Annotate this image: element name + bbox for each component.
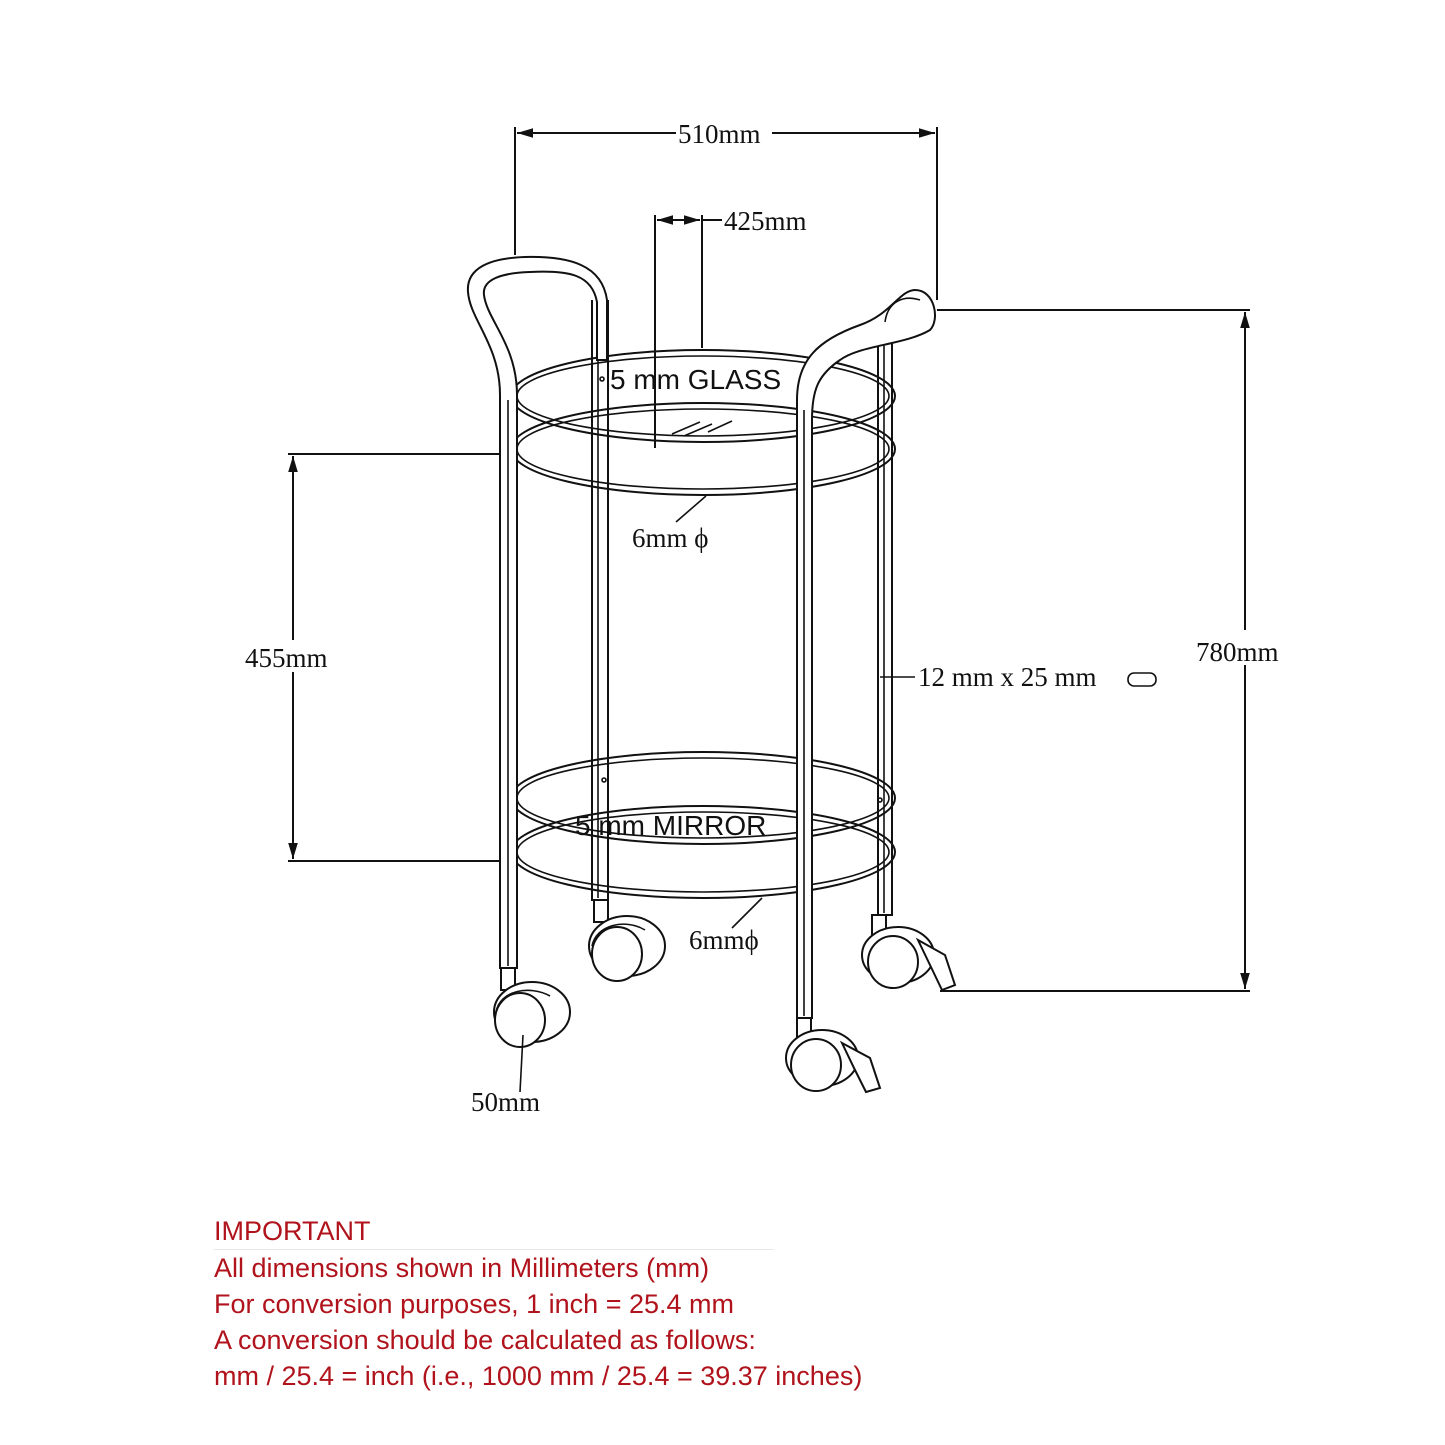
tray-diameter-dimension: 425mm (654, 206, 807, 448)
note-line: A conversion should be calculated as fol… (214, 1325, 756, 1355)
tray-diameter-label: 425mm (724, 206, 807, 236)
important-notes: IMPORTANT All dimensions shown in Millim… (214, 1213, 862, 1394)
caster-diameter-label: 50mm (471, 1087, 540, 1117)
note-line: mm / 25.4 = inch (i.e., 1000 mm / 25.4 =… (214, 1361, 863, 1391)
leg-tube-dimension: 12 mm x 25 mm (880, 662, 1157, 692)
caster-dimension: 50mm (471, 1034, 540, 1117)
height-label: 780mm (1196, 637, 1279, 667)
caster-back-right (861, 914, 957, 992)
caster-front-left (493, 967, 571, 1048)
rounded-rect-profile-icon (1127, 672, 1157, 687)
width-dimension: 510mm (514, 119, 938, 300)
leg-tube-label: 12 mm x 25 mm (918, 662, 1097, 692)
bottom-shelf: 5 mm MIRROR 6mmϕ (510, 751, 896, 955)
notes-heading: IMPORTANT (214, 1213, 774, 1250)
bottom-rim-rod-label: 6mmϕ (689, 925, 759, 955)
width-label: 510mm (678, 119, 761, 149)
bottom-shelf-label: 5 mm MIRROR (575, 810, 766, 841)
caster-front-right (785, 1017, 882, 1094)
shelf-spacing-label: 455mm (245, 643, 328, 673)
caster-back-left (588, 899, 666, 982)
top-shelf: 5 mm GLASS 6mm ϕ (510, 349, 896, 553)
height-dimension: 780mm (937, 309, 1279, 992)
front-left-leg-handle (466, 255, 608, 969)
front-right-leg-handle (796, 288, 936, 1019)
shelf-spacing-dimension: 455mm (245, 453, 516, 862)
top-rim-rod-label: 6mm ϕ (632, 523, 708, 553)
top-shelf-label: 5 mm GLASS (610, 364, 781, 395)
note-line: All dimensions shown in Millimeters (mm) (214, 1253, 710, 1283)
note-line: For conversion purposes, 1 inch = 25.4 m… (214, 1289, 735, 1319)
